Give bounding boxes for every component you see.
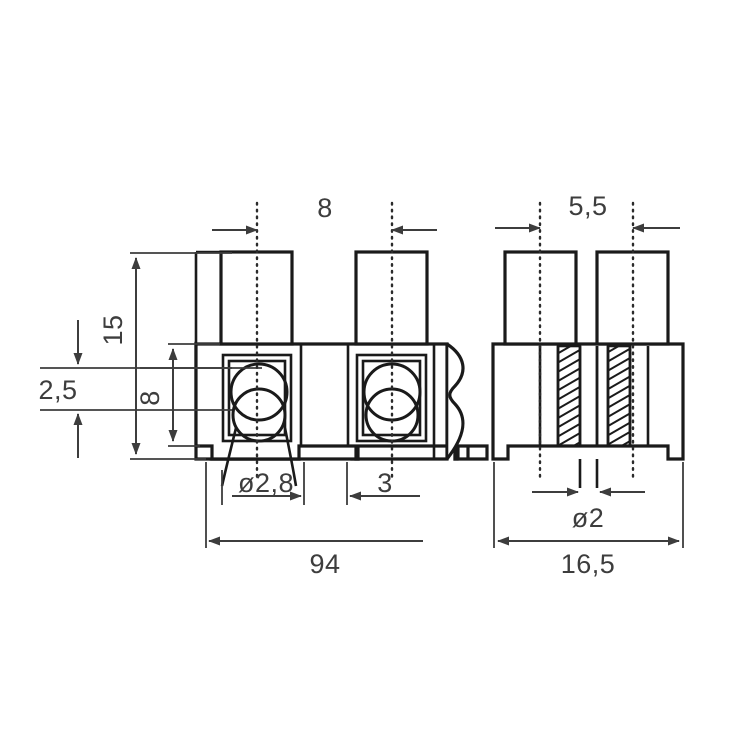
front-post-left-stub <box>194 250 221 344</box>
dim-label-gap-front: 3 <box>377 468 393 498</box>
front-break-line <box>445 342 465 460</box>
dim-label-hole-side: ø2 <box>572 503 605 533</box>
side-foot-lines <box>506 446 670 488</box>
front-screw-circle-left <box>229 362 289 422</box>
dim-label-height-inner: 8 <box>135 390 165 406</box>
front-divider-wall <box>299 344 350 446</box>
dim-label-top-front-pitch: 8 <box>317 193 333 223</box>
dimension-height-inner: 8 <box>135 343 220 447</box>
front-view-group <box>140 201 489 487</box>
front-washer-circle-left <box>231 387 287 443</box>
dimension-gap-front: 3 <box>346 462 420 505</box>
dim-label-height-offset: 2,5 <box>38 375 77 405</box>
front-body-feet <box>196 444 459 461</box>
side-section-hatch-left <box>556 344 582 448</box>
dim-label-height-total: 15 <box>98 314 128 345</box>
dimension-height-total: 15 <box>98 252 232 460</box>
dimension-length-total: 94 <box>205 462 423 579</box>
dim-label-top-side-pitch: 5,5 <box>568 191 607 221</box>
dimension-top-front-pitch: 8 <box>212 193 437 235</box>
dim-label-hole-front: ø2,8 <box>238 468 294 498</box>
dimension-hole-front: ø2,8 <box>221 462 305 505</box>
dimension-width-total: 16,5 <box>493 462 684 579</box>
dimension-height-offset: 2,5 <box>38 320 232 458</box>
dim-label-length-total: 94 <box>309 549 340 579</box>
front-leg-left-a <box>220 427 238 487</box>
dim-label-width-total: 16,5 <box>561 549 616 579</box>
side-section-hatch-right <box>606 344 632 448</box>
side-wall-right <box>595 346 650 446</box>
front-leg-left-b <box>283 427 298 487</box>
side-view-group <box>491 201 685 488</box>
dimension-hole-side: ø2 <box>532 487 645 533</box>
side-body-outline <box>491 342 685 461</box>
dimension-top-side-pitch: 5,5 <box>495 191 680 233</box>
